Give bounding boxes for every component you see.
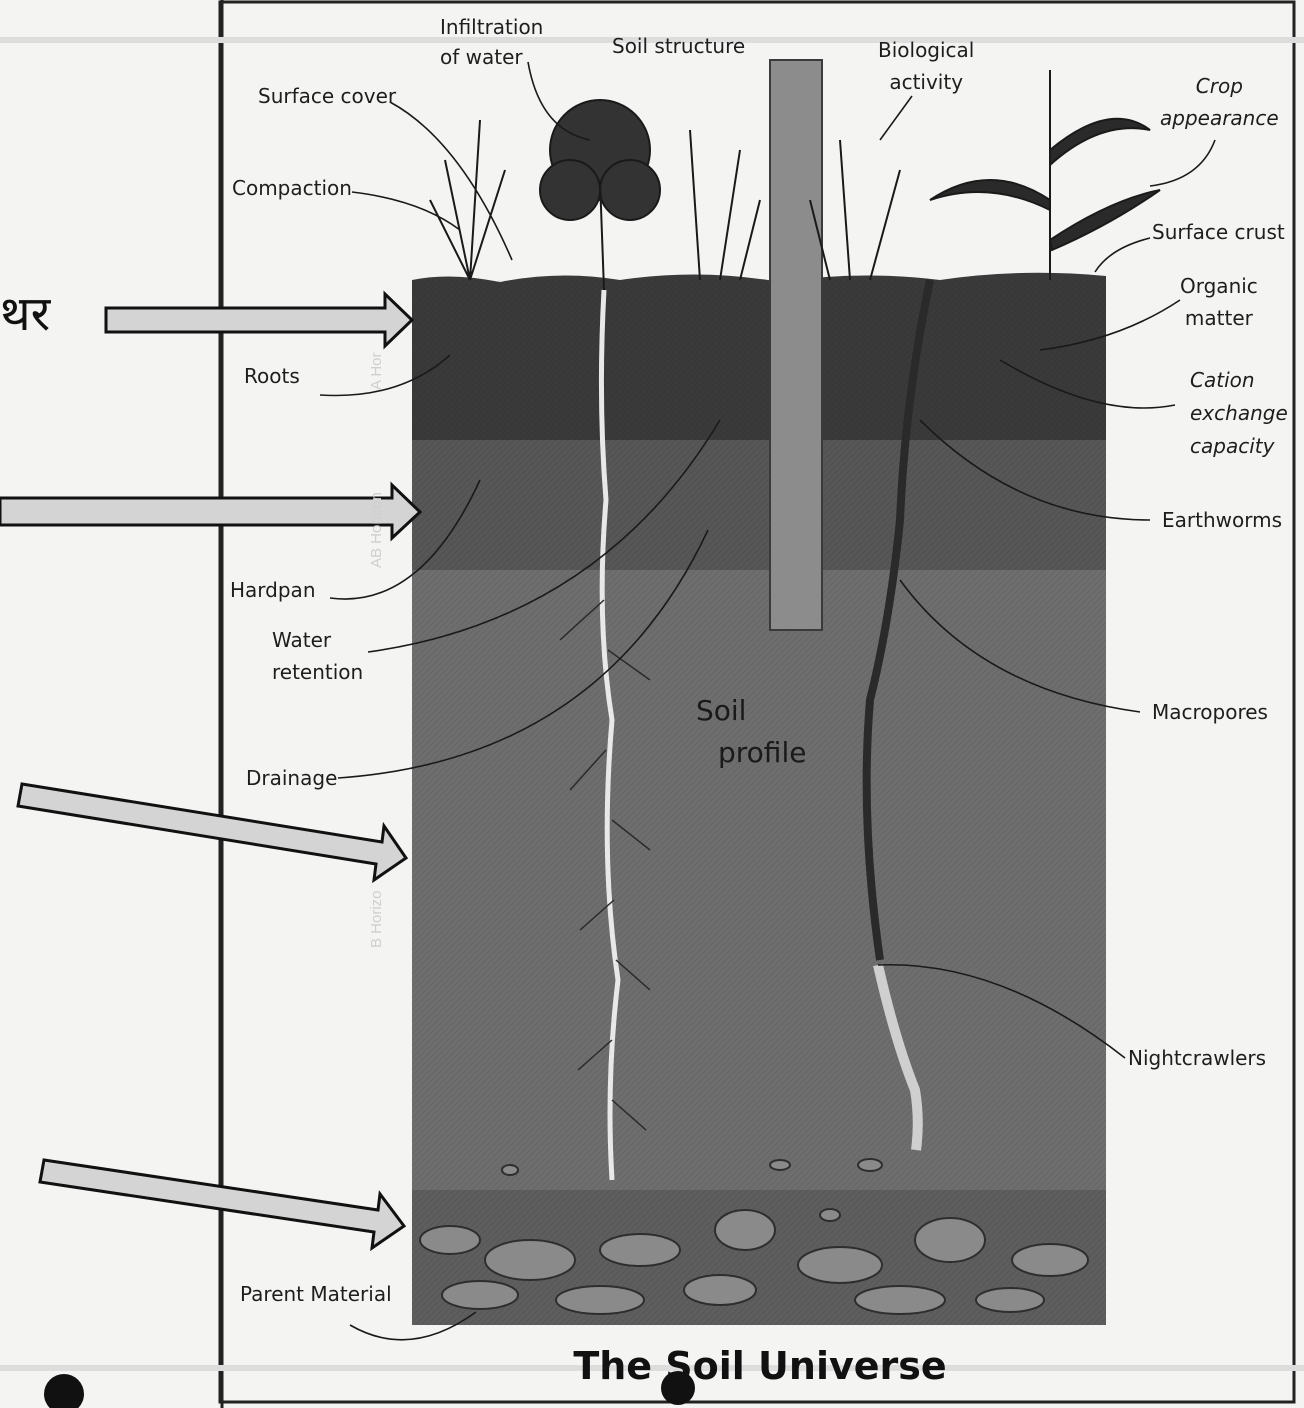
label-surface-cover: Surface cover	[258, 80, 396, 112]
label-parent-material: Parent Material	[240, 1278, 392, 1310]
label-compaction: Compaction	[232, 172, 352, 204]
label-soil-structure: Soil structure	[612, 30, 745, 62]
pointer-arrows	[0, 294, 420, 1248]
label-roots: Roots	[244, 360, 300, 392]
label-surface-crust: Surface crust	[1152, 216, 1285, 248]
label-nightcrawlers: Nightcrawlers	[1128, 1042, 1266, 1074]
diagram-title: The Soil Universe	[560, 1344, 960, 1388]
center-label-profile: profile	[718, 736, 806, 769]
horizon-b-label: B Horizo	[368, 890, 385, 948]
left-fragment-text: थर	[0, 280, 50, 345]
label-macropores: Macropores	[1152, 696, 1268, 728]
horizon-ab-label: AB Horizon	[368, 492, 385, 568]
center-label-soil: Soil	[696, 694, 746, 727]
label-hardpan: Hardpan	[230, 574, 316, 606]
label-earthworms: Earthworms	[1162, 504, 1282, 536]
soil-probe-post	[770, 60, 822, 630]
horizon-a-label: A Hor	[368, 352, 385, 390]
label-drainage: Drainage	[246, 762, 337, 794]
binder-hole-left	[44, 1374, 84, 1408]
